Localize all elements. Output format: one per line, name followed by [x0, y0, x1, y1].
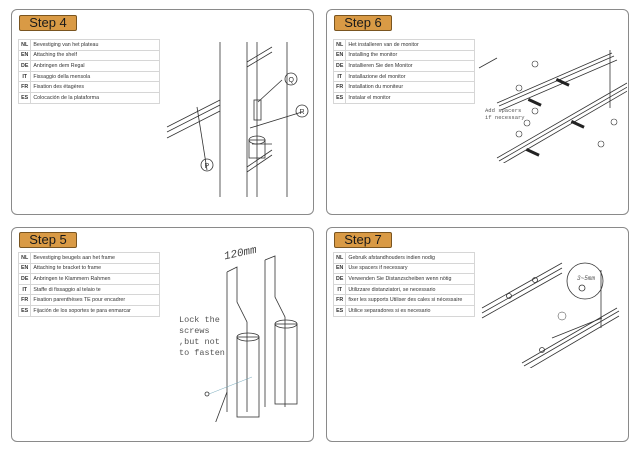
instruction-text: Attaching te bracket to frame — [30, 262, 160, 275]
instruction-text: Fijación de los soportes te para enmarca… — [30, 304, 160, 317]
instruction-text: Fissaggio della mensola — [30, 70, 160, 83]
note-line: to fasten — [179, 348, 225, 358]
language-code: DE — [17, 60, 32, 72]
svg-text:R: R — [300, 109, 305, 116]
instruction-text: Staffe di fissaggio al telaio te — [30, 283, 160, 296]
language-code: NL — [17, 252, 32, 264]
dimension-label: 3~5mm — [577, 275, 596, 282]
instruction-text: Attaching the shelf — [30, 49, 160, 62]
language-code: IT — [17, 283, 32, 296]
instruction-text: Fixation des étagères — [30, 81, 160, 93]
language-code: ES — [332, 304, 347, 317]
instruction-text: Het installeren van de monitor — [345, 39, 475, 51]
note-line: ,but not — [179, 337, 220, 347]
language-code: EN — [332, 49, 347, 62]
language-code: FR — [17, 81, 32, 93]
instruction-text: Bevestiging beugels aan het frame — [30, 252, 160, 264]
instruction-text: Colocación de la plataforma — [30, 91, 160, 104]
language-code: IT — [17, 70, 32, 83]
language-code: IT — [332, 70, 347, 83]
instruction-text: Utilice separadores si es necesario — [345, 304, 475, 317]
instruction-text: Anbringen dem Regal — [30, 60, 160, 72]
language-code: NL — [332, 252, 347, 264]
language-code: ES — [332, 91, 347, 104]
spacer-note: Add spacers if necessary — [485, 107, 525, 121]
language-code: ES — [17, 91, 32, 104]
instruction-text: Installing the monitor — [345, 49, 475, 62]
instruction-text: Gebruik afstandhouders indien nodig — [345, 252, 475, 264]
step-title: Step 4 — [19, 15, 77, 31]
instruction-text: Installieren Sie den Monitor — [345, 60, 475, 72]
instruction-text: Installation du moniteur — [345, 81, 475, 93]
note-line: screws — [179, 326, 210, 336]
language-code: DE — [332, 60, 347, 72]
shelf-diagram: P Q R — [166, 42, 309, 197]
language-code: FR — [17, 294, 32, 306]
spacer-diagram — [481, 262, 620, 368]
language-code: NL — [17, 39, 32, 51]
language-code: ES — [17, 304, 32, 317]
language-code: DE — [332, 273, 347, 285]
instruction-text: Verwenden Sie Distanzscheiben wenn nötig — [345, 273, 475, 285]
instruction-text: Fixation parenthèses TE pour encadrer — [30, 294, 160, 306]
step-title: Step 6 — [334, 15, 392, 31]
svg-text:P: P — [205, 163, 210, 170]
step-title: Step 7 — [334, 232, 392, 248]
svg-text:Q: Q — [289, 77, 295, 84]
instruction-text: Instalar el monitor — [345, 91, 475, 104]
lock-screws-note: Lock the screws ,but not to fasten — [179, 315, 225, 359]
instruction-text: fixer les supports Utiliser des cales si… — [345, 294, 475, 306]
language-code: EN — [17, 262, 32, 275]
language-code: FR — [332, 81, 347, 93]
callout-p — [200, 158, 214, 172]
instruction-text: Bevestiging van het plateau — [30, 39, 160, 51]
instruction-text: Utilizzare distanziatori, se necessario — [345, 283, 475, 296]
language-code: IT — [332, 283, 347, 296]
instruction-text: Anbringen te Klammern Rahmen — [30, 273, 160, 285]
step-title: Step 5 — [19, 232, 77, 248]
language-code: FR — [332, 294, 347, 306]
language-code: DE — [17, 273, 32, 285]
language-code: EN — [17, 49, 32, 62]
instruction-text: Use spacers if necessary — [345, 262, 475, 275]
instruction-text: Installazione del monitor — [345, 70, 475, 83]
monitor-rails-diagram — [478, 50, 627, 163]
language-code: EN — [332, 262, 347, 275]
note-line: Lock the — [179, 315, 220, 325]
language-code: NL — [332, 39, 347, 51]
bracket-diagram — [204, 255, 298, 422]
